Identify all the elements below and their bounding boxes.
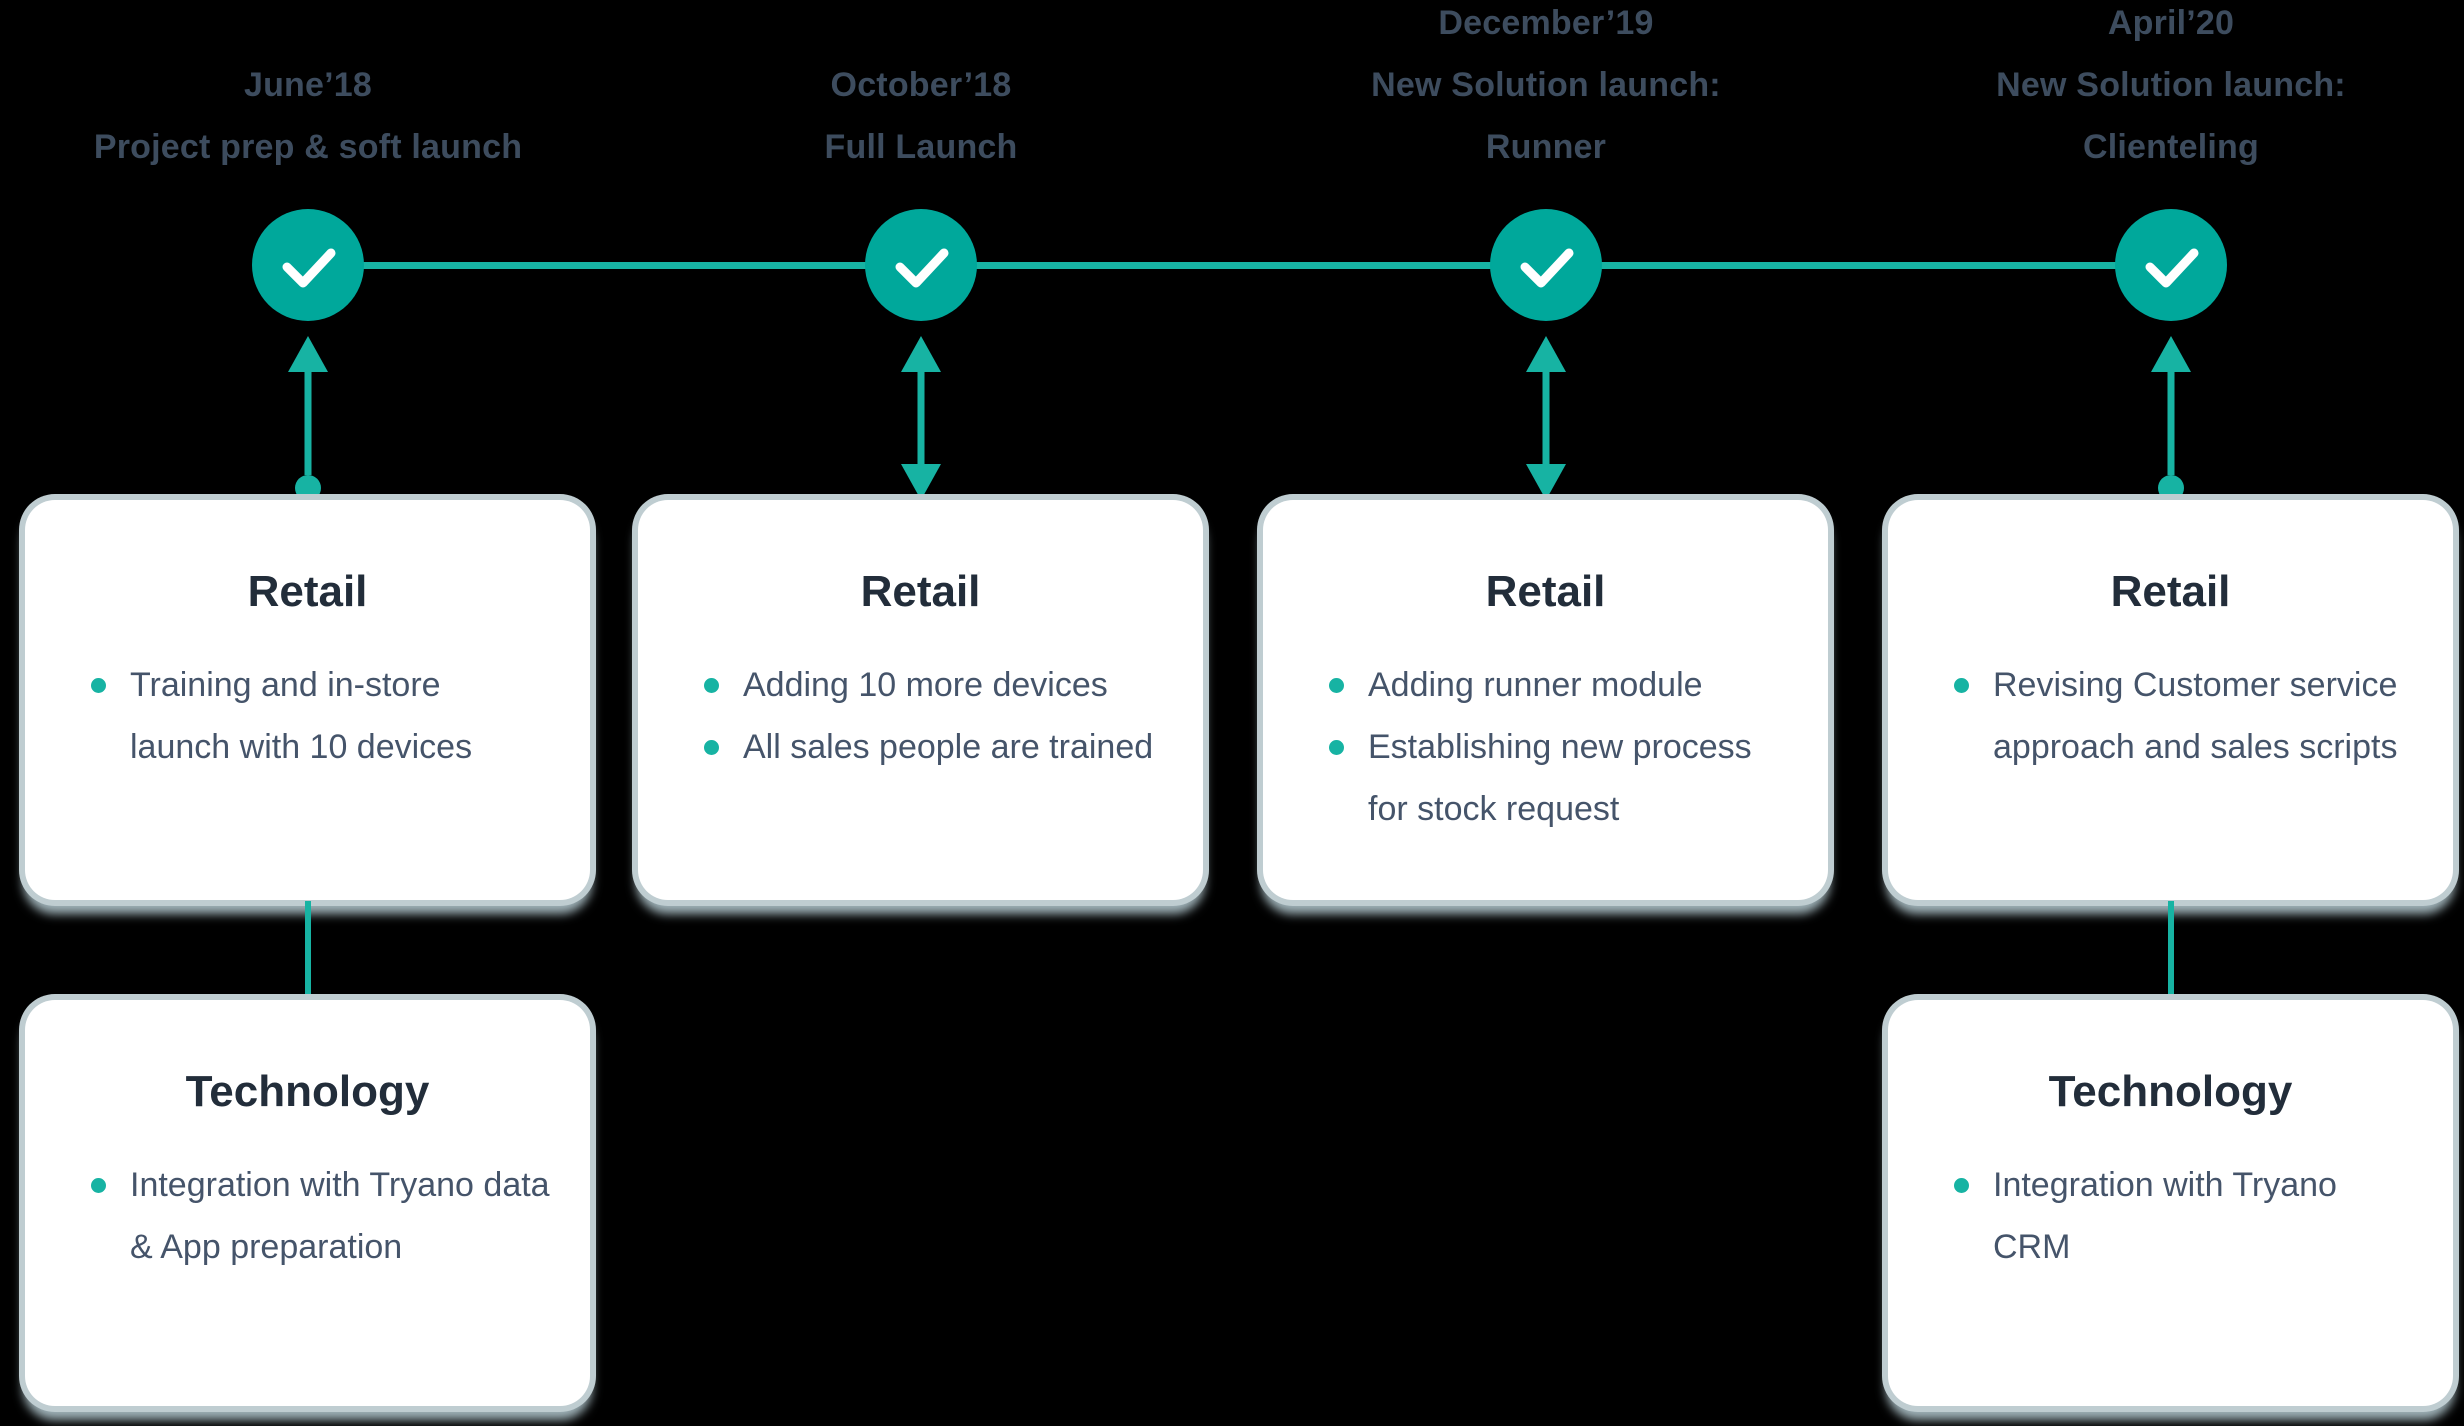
list-item: Revising Customer service approach and s… [1954,654,2413,778]
timeline-axis-line [308,262,2171,269]
bullet-dot-icon [91,678,106,693]
checkmark-icon [2145,248,2199,288]
bullet-dot-icon [1329,740,1344,755]
milestone-date: December’19 [1438,4,1654,42]
list-item: Adding 10 more devices [704,654,1163,716]
bullet-list: Adding 10 more devices All sales people … [638,654,1203,778]
milestone-subtitle: Clienteling [2083,128,2259,166]
list-item: Establishing new process for stock reque… [1329,716,1788,840]
connector-arrow-up-dot [2151,336,2191,501]
milestone-subtitle: Runner [1485,128,1607,166]
list-item: Training and in-store launch with 10 dev… [91,654,550,778]
milestone-date: June’18 [243,66,373,104]
connector-double-arrow [901,336,941,500]
checkmark-icon [1520,248,1574,288]
card-link-line [2168,901,2174,1001]
list-item: Integration with Tryano CRM [1954,1154,2413,1278]
bullet-list: Integration with Tryano CRM [1888,1154,2453,1278]
card-title: Retail [860,567,981,616]
milestone-header-december19: December’19 New Solution launch: Runner [1238,0,1854,178]
card-title: Technology [185,1067,430,1116]
bullet-list: Integration with Tryano data & App prepa… [25,1154,590,1278]
bullet-text: Adding 10 more devices [743,666,1108,704]
bullet-list: Adding runner module Establishing new pr… [1263,654,1828,840]
bullet-text: Establishing new process for stock reque… [1368,728,1752,828]
card-title: Retail [2110,567,2231,616]
milestone-marker [865,209,977,321]
bullet-text: Adding runner module [1368,666,1703,704]
connector-double-arrow [1526,336,1566,500]
bullet-text: Revising Customer service approach and s… [1993,666,2398,766]
card-title: Retail [247,567,368,616]
card: Retail Adding runner module Establishing… [1263,500,1828,900]
bullet-dot-icon [91,1178,106,1193]
bullet-dot-icon [1954,1178,1969,1193]
bullet-list: Revising Customer service approach and s… [1888,654,2453,778]
card: Technology Integration with Tryano CRM [1888,1000,2453,1406]
bullet-dot-icon [1954,678,1969,693]
bullet-dot-icon [704,740,719,755]
milestone-title: Full Launch [824,128,1018,166]
bullet-text: Integration with Tryano data & App prepa… [130,1166,550,1266]
bullet-dot-icon [1329,678,1344,693]
milestone-date: October’18 [830,66,1012,104]
card: Technology Integration with Tryano data … [25,1000,590,1406]
milestone-title: New Solution launch: [1996,66,2346,104]
card: Retail Adding 10 more devices All sales … [638,500,1203,900]
connector-arrow-up-dot [288,336,328,501]
card-title: Technology [2048,1067,2293,1116]
card-title: Retail [1485,567,1606,616]
bullet-text: Integration with Tryano CRM [1993,1166,2337,1266]
milestone-title: Project prep & soft launch [93,128,523,166]
milestone-header-october18: October’18 Full Launch [613,54,1229,178]
milestone-header-june18: June’18 Project prep & soft launch [0,54,616,178]
milestone-title: New Solution launch: [1371,66,1721,104]
card: Retail Revising Customer service approac… [1888,500,2453,900]
milestone-marker [1490,209,1602,321]
list-item: Integration with Tryano data & App prepa… [91,1154,550,1278]
bullet-text: All sales people are trained [743,728,1154,766]
card: Retail Training and in-store launch with… [25,500,590,900]
checkmark-icon [895,248,949,288]
bullet-list: Training and in-store launch with 10 dev… [25,654,590,778]
card-link-line [305,901,311,1001]
bullet-text: Training and in-store launch with 10 dev… [130,666,473,766]
milestone-marker [2115,209,2227,321]
milestone-marker [252,209,364,321]
milestone-header-april20: April’20 New Solution launch: Clientelin… [1863,0,2464,178]
list-item: Adding runner module [1329,654,1788,716]
checkmark-icon [282,248,336,288]
bullet-dot-icon [704,678,719,693]
list-item: All sales people are trained [704,716,1163,778]
milestone-date: April’20 [2107,4,2235,42]
